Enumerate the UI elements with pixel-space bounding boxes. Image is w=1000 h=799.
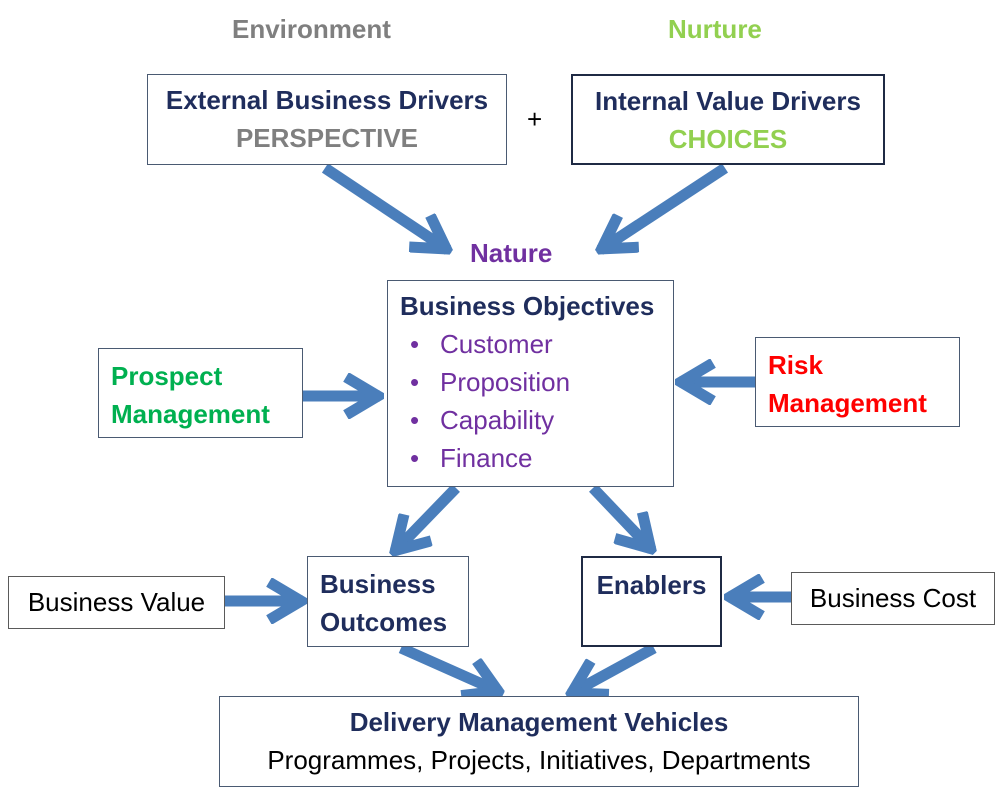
business-objectives-box: Business Objectives • Customer • Propositi… [387,280,674,487]
outcomes-line1: Business [320,569,436,599]
risk-line1: Risk [768,350,823,380]
bullet-icon: • [410,443,420,473]
business-cost-label: Business Cost [809,583,977,613]
arrow-enablers-to-delivery [570,643,657,694]
objective-item: • Capability [400,401,673,439]
enablers-box: Enablers [581,556,722,647]
business-objectives-title: Business Objectives [400,291,655,321]
arrow-internal-to-objectives [600,163,729,250]
prospect-line1: Prospect [111,361,223,391]
internal-drivers-box: Internal Value Drivers CHOICES [571,74,885,165]
arrow-external-to-objectives [321,163,448,250]
objective-label: Customer [440,329,553,359]
objectives-list: • Customer • Proposition • Capability • Fina… [400,325,673,477]
environment-label: Environment [232,14,391,44]
objective-item: • Proposition [400,363,673,401]
objective-item: • Finance [400,439,673,477]
objective-item: • Customer [400,325,673,363]
arrow-objectives-to-enablers [589,484,652,550]
bullet-icon: • [410,329,420,359]
delivery-subtitle: Programmes, Projects, Initiatives, Depar… [267,745,811,775]
outcomes-line2: Outcomes [320,607,448,637]
enablers-title: Enablers [596,570,707,600]
business-value-label: Business Value [27,587,206,617]
risk-line2: Management [768,388,927,418]
business-outcomes-box: Business Outcomes [307,556,469,647]
prospect-line2: Management [111,399,270,429]
external-drivers-title: External Business Drivers [165,85,489,115]
objective-label: Proposition [440,367,571,397]
risk-management-box: Risk Management [755,337,960,427]
bullet-icon: • [410,405,420,435]
internal-drivers-subtitle: CHOICES [668,124,788,154]
external-drivers-box: External Business Drivers PERSPECTIVE [147,74,507,165]
arrow-outcomes-to-delivery [398,642,500,692]
business-value-box: Business Value [8,576,225,629]
delivery-box: Delivery Management Vehicles Programmes,… [219,696,859,787]
delivery-title: Delivery Management Vehicles [349,707,729,737]
external-drivers-subtitle: PERSPECTIVE [235,123,419,153]
prospect-management-box: Prospect Management [98,348,303,438]
nature-label: Nature [470,238,553,268]
internal-drivers-title: Internal Value Drivers [595,86,861,116]
business-cost-box: Business Cost [791,572,995,625]
nurture-label: Nurture [668,14,762,44]
objective-label: Finance [440,443,533,473]
objective-label: Capability [440,405,555,435]
arrow-objectives-to-outcomes [394,484,460,552]
bullet-icon: • [410,367,420,397]
plus-sign: + [527,104,543,134]
